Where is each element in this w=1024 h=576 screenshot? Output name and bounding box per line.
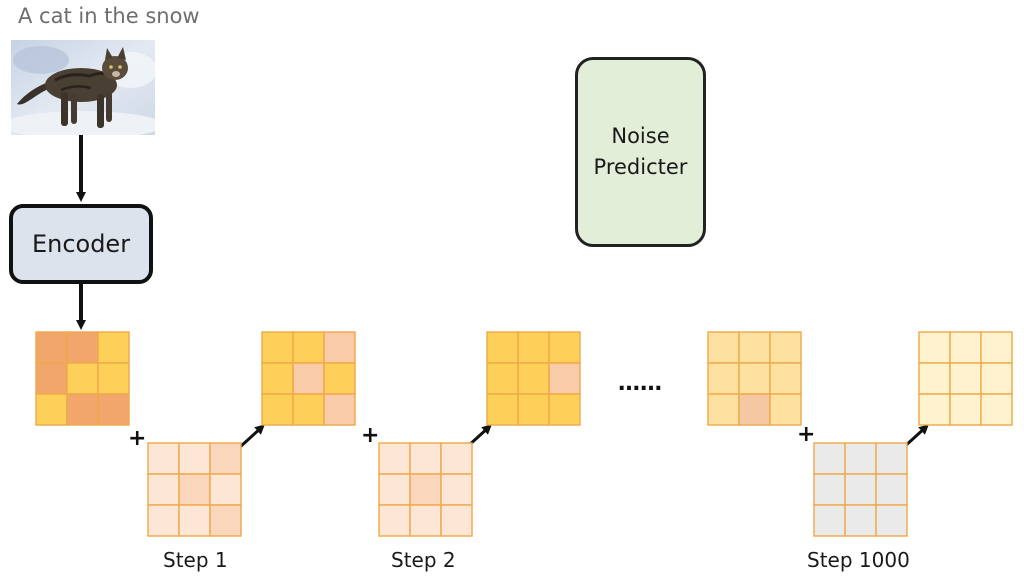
grid-cell <box>738 362 771 395</box>
step-1-label: Step 1 <box>163 548 228 572</box>
grid-cell <box>949 362 982 395</box>
grid-cell <box>738 393 771 426</box>
grid-cell <box>66 393 99 426</box>
grid-cell <box>409 473 442 506</box>
latent-grid-initial <box>35 331 130 426</box>
grid-cell <box>980 393 1013 426</box>
grid-cell <box>178 473 211 506</box>
grid-cell <box>548 393 581 426</box>
step-1000-label: Step 1000 <box>807 548 910 572</box>
image-caption: A cat in the snow <box>18 4 200 28</box>
grid-cell <box>918 331 951 364</box>
grid-cell <box>35 362 68 395</box>
arrow-step-1-output <box>238 424 265 449</box>
grid-cell <box>292 393 325 426</box>
cat-photo <box>11 40 155 135</box>
grid-cell <box>949 331 982 364</box>
grid-cell <box>35 331 68 364</box>
grid-cell <box>147 504 180 537</box>
grid-cell <box>918 393 951 426</box>
grid-cell <box>261 393 294 426</box>
grid-cell <box>178 504 211 537</box>
grid-cell <box>97 393 130 426</box>
grid-cell <box>875 442 908 475</box>
grid-cell <box>97 331 130 364</box>
grid-cell <box>548 331 581 364</box>
grid-cell <box>209 504 242 537</box>
grid-cell <box>292 362 325 395</box>
grid-cell <box>378 473 411 506</box>
grid-cell <box>486 331 519 364</box>
latent-grid-after-step-2 <box>486 331 581 426</box>
grid-cell <box>66 331 99 364</box>
grid-cell <box>147 442 180 475</box>
grid-cell <box>980 331 1013 364</box>
grid-cell <box>769 393 802 426</box>
grid-cell <box>440 473 473 506</box>
grid-cell <box>844 442 877 475</box>
grid-cell <box>517 331 550 364</box>
grid-cell <box>323 331 356 364</box>
step-2-label: Step 2 <box>391 548 456 572</box>
grid-cell <box>769 362 802 395</box>
plus-sign-1: + <box>128 426 146 451</box>
grid-cell <box>813 442 846 475</box>
grid-layer <box>35 331 1013 537</box>
latent-grid-final <box>918 331 1013 426</box>
grid-cell <box>844 504 877 537</box>
latent-grid-after-step-1 <box>261 331 356 426</box>
grid-cell <box>517 362 550 395</box>
noise-predictor-box: Noise Predicter <box>575 57 706 247</box>
grid-cell <box>97 362 130 395</box>
grid-cell <box>548 362 581 395</box>
grid-cell <box>440 442 473 475</box>
grid-cell <box>178 442 211 475</box>
grid-cell <box>261 362 294 395</box>
grid-cell <box>813 504 846 537</box>
noise-predictor-label: Noise Predicter <box>593 123 688 180</box>
noise-grid-step-1000 <box>813 442 908 537</box>
grid-cell <box>707 393 740 426</box>
ellipsis: …… <box>618 371 662 396</box>
grid-cell <box>486 362 519 395</box>
grid-cell <box>35 393 68 426</box>
grid-cell <box>409 442 442 475</box>
grid-cell <box>875 473 908 506</box>
grid-cell <box>813 473 846 506</box>
grid-cell <box>769 331 802 364</box>
grid-cell <box>707 362 740 395</box>
noise-grid-step-1 <box>147 442 242 537</box>
grid-cell <box>378 504 411 537</box>
grid-cell <box>147 473 180 506</box>
grid-cell <box>66 362 99 395</box>
grid-cell <box>409 504 442 537</box>
grid-cell <box>440 504 473 537</box>
plus-sign-3: + <box>797 422 815 447</box>
latent-grid-before-step-1000 <box>707 331 802 426</box>
grid-cell <box>517 393 550 426</box>
grid-cell <box>918 362 951 395</box>
encoder-label: Encoder <box>31 230 131 258</box>
grid-cell <box>378 442 411 475</box>
grid-cell <box>486 393 519 426</box>
noise-grid-step-2 <box>378 442 473 537</box>
grid-cell <box>707 331 740 364</box>
grid-cell <box>949 393 982 426</box>
grid-cell <box>980 362 1013 395</box>
encoder-box: Encoder <box>9 204 153 284</box>
grid-cell <box>323 393 356 426</box>
grid-cell <box>738 331 771 364</box>
grid-cell <box>209 442 242 475</box>
grid-cell <box>292 331 325 364</box>
plus-sign-2: + <box>361 423 379 448</box>
grid-cell <box>261 331 294 364</box>
grid-cell <box>209 473 242 506</box>
grid-cell <box>875 504 908 537</box>
grid-cell <box>844 473 877 506</box>
grid-cell <box>323 362 356 395</box>
